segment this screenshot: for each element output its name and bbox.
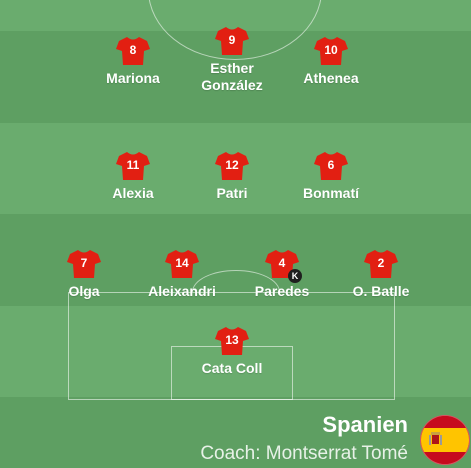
jersey-icon: 6 [314,151,348,181]
captain-badge: K [288,269,302,283]
spain-flag-icon [420,415,470,465]
jersey-icon: 2 [364,249,398,279]
jersey-number: 7 [80,256,88,270]
jersey-icon: 14 [165,249,199,279]
jersey-icon: 7 [67,249,101,279]
player-name: Athenea [303,70,359,86]
jersey-icon: 13 [215,326,249,356]
pitch-stripe [0,397,471,468]
player-name: Alexia [112,185,154,201]
jersey-number: 14 [175,256,189,270]
coach-name: Coach: Montserrat Tomé [200,443,408,464]
player-name: Paredes [254,283,310,299]
jersey-number: 6 [327,158,335,172]
player-name: Olga [68,283,100,299]
jersey-icon: 9 [215,26,249,56]
jersey-number: 12 [225,158,239,172]
player-2[interactable]: 2 O. Batlle [321,249,441,300]
player-name: Esther González [201,60,263,93]
player-name: Mariona [106,70,160,86]
jersey-icon: 8 [116,36,150,66]
jersey-number: 8 [129,43,137,57]
player-name: Patri [216,185,248,201]
player-name: O. Batlle [352,283,410,299]
jersey-number: 10 [324,43,338,57]
jersey-icon: 10 [314,36,348,66]
player-name: Bonmatí [303,185,359,201]
jersey-icon: 12 [215,151,249,181]
jersey-icon: 11 [116,151,150,181]
player-name: Cata Coll [201,360,263,376]
jersey-number: 2 [377,256,385,270]
jersey-number: 9 [228,33,236,47]
jersey-number: 4 [278,256,286,270]
player-name: Aleixandri [148,283,216,299]
team-name: Spanien [322,412,408,437]
jersey-number: 13 [225,333,239,347]
jersey-number: 11 [126,158,140,172]
